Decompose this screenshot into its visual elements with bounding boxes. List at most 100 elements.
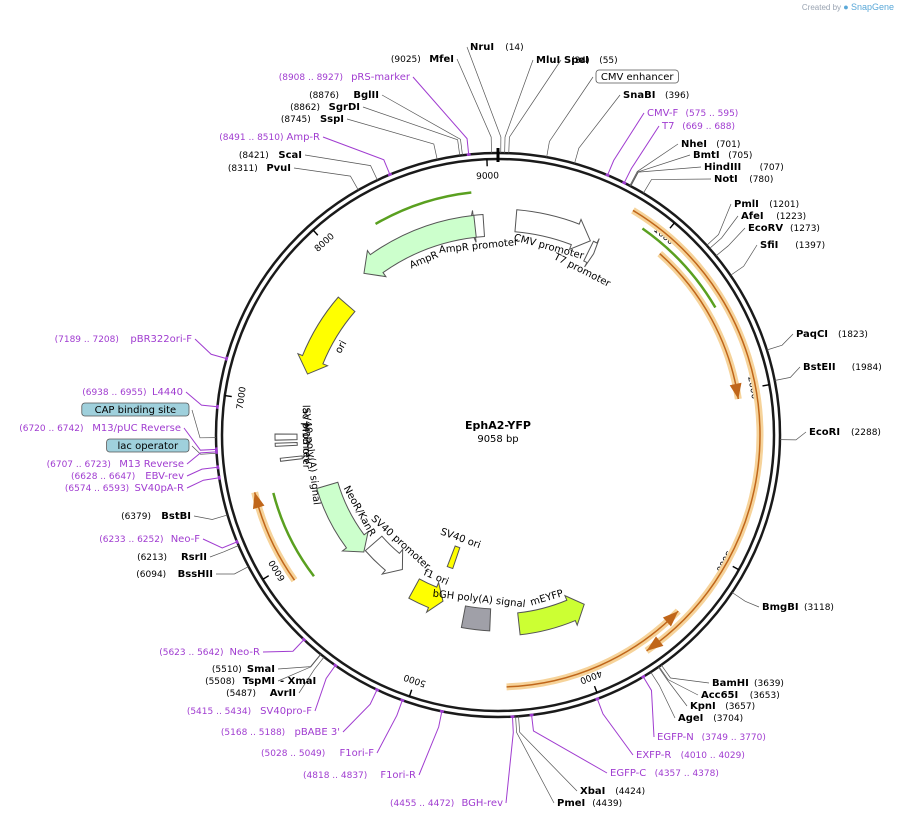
site-position: (4818 .. 4837) <box>303 771 367 781</box>
enzyme-spei[interactable]: SpeI <box>564 55 589 66</box>
feature-box-cmv-enhancer[interactable] <box>595 69 679 84</box>
enzyme-ecori[interactable]: EcoRI <box>809 427 840 438</box>
leader-line <box>381 94 463 156</box>
feature-ori[interactable] <box>296 296 356 375</box>
leader-line <box>183 427 217 451</box>
leader-line <box>715 227 746 257</box>
enzyme-rsrii[interactable]: RsrII <box>181 552 207 563</box>
primer-site-mark <box>439 709 445 713</box>
primer-egfp-n[interactable]: EGFP-N <box>657 732 694 743</box>
feature-ampr[interactable] <box>363 214 477 278</box>
feature-box-lac-operator[interactable] <box>106 438 190 453</box>
enzyme-tspmi[interactable]: TspMI <box>243 676 275 687</box>
enzyme-scai[interactable]: ScaI <box>278 150 302 161</box>
feature-label-m13-rev: M13 rev <box>299 423 312 464</box>
leader-line <box>505 716 514 804</box>
enzyme-pvui[interactable]: PvuI <box>266 163 291 174</box>
primer-prs-marker[interactable]: pRS-marker <box>351 72 411 83</box>
enzyme-xmai[interactable]: - XmaI <box>280 676 316 687</box>
primer-exfp-r[interactable]: EXFP-R <box>636 750 671 761</box>
leader-line <box>215 566 249 575</box>
enzyme-sgrdi[interactable]: SgrDI <box>329 102 360 113</box>
enzyme-pmei[interactable]: PmeI <box>557 798 585 809</box>
enzyme-bsteii[interactable]: BstEII <box>803 362 836 373</box>
site-position: (1273) <box>790 224 820 234</box>
enzyme-avrii[interactable]: AvrII <box>270 688 296 699</box>
primer-sv40pa-r[interactable]: SV40pA-R <box>135 483 184 494</box>
leader-line <box>293 167 359 191</box>
enzyme-smai[interactable]: SmaI <box>247 664 275 675</box>
primer-m13-reverse[interactable]: M13 Reverse <box>119 459 184 470</box>
primer-egfp-c[interactable]: EGFP-C <box>610 768 646 779</box>
primer-site-mark <box>595 697 600 701</box>
site-position: (5487) <box>226 689 256 699</box>
site-position: (5508) <box>205 677 235 687</box>
primer-neo-r[interactable]: Neo-R <box>230 647 261 658</box>
enzyme-xbai[interactable]: XbaI <box>580 786 605 797</box>
feature-sv40-promoter[interactable] <box>364 535 404 575</box>
tick-label: 7000 <box>236 386 249 410</box>
feature-f1-ori[interactable] <box>408 578 444 614</box>
feature-lac-promoter[interactable] <box>274 433 298 441</box>
enzyme-nrui[interactable]: NruI <box>470 42 494 53</box>
enzyme-kpni[interactable]: KpnI <box>690 701 716 712</box>
enzyme-bsshii[interactable]: BssHII <box>178 569 213 580</box>
enzyme-sfii[interactable]: SfiI <box>760 240 778 251</box>
leader-line <box>298 656 325 694</box>
tick-mark <box>262 575 270 580</box>
primer-t7[interactable]: T7 <box>661 121 674 132</box>
leader-line <box>515 716 555 804</box>
site-position: (6938 .. 6955) <box>82 388 146 398</box>
feature-meyfp[interactable] <box>517 594 585 636</box>
enzyme-paqci[interactable]: PaqCI <box>796 329 828 340</box>
primer-f1ori-f[interactable]: F1ori-F <box>340 748 375 759</box>
enzyme-hindiii[interactable]: HindIII <box>704 162 741 173</box>
enzyme-bglii[interactable]: BglII <box>353 90 379 101</box>
feature-neor-kanr[interactable] <box>316 481 369 553</box>
feature-box-cap-binding-site[interactable] <box>81 402 190 417</box>
plasmid-size: 9058 bp <box>477 434 518 445</box>
enzyme-mfei[interactable]: MfeI <box>429 54 454 65</box>
feature-sv40-poly-a-signal[interactable] <box>279 455 303 462</box>
primer-bgh-rev[interactable]: BGH-rev <box>461 798 503 809</box>
feature-bgh-poly-a-signal[interactable] <box>460 605 492 632</box>
feature-m13-rev[interactable] <box>274 441 298 447</box>
primer-l4440[interactable]: L4440 <box>152 387 183 398</box>
enzyme-acc65i[interactable]: Acc65I <box>701 690 738 701</box>
site-position: (4439) <box>592 799 622 809</box>
primer-cmv-f[interactable]: CMV-F <box>647 108 678 119</box>
primer-sv40pro-f[interactable]: SV40pro-F <box>260 706 312 717</box>
primer-ebv-rev[interactable]: EBV-rev <box>145 471 184 482</box>
leader-line <box>209 545 239 558</box>
primer-amp-r[interactable]: Amp-R <box>287 132 321 143</box>
enzyme-noti[interactable]: NotI <box>714 174 738 185</box>
enzyme-afei[interactable]: AfeI <box>741 211 764 222</box>
primer-f1ori-r[interactable]: F1ori-R <box>380 770 416 781</box>
feature-cmv-promoter[interactable] <box>514 209 592 251</box>
feature-box-label-cap-binding-site: CAP binding site <box>95 405 177 416</box>
tick-mark <box>732 565 740 571</box>
primer-m13-puc-reverse[interactable]: M13/pUC Reverse <box>92 423 181 434</box>
site-position: (6213) <box>137 553 167 563</box>
enzyme-bmgbi[interactable]: BmgBI <box>762 602 799 613</box>
primer-pbr322ori-f[interactable]: pBR322ori-F <box>130 334 192 345</box>
site-position: (3118) <box>804 603 834 613</box>
primer-pbabe-3[interactable]: pBABE 3' <box>294 727 340 738</box>
enzyme-ecorv[interactable]: EcoRV <box>748 223 783 234</box>
enzyme-pmli[interactable]: PmlI <box>734 199 759 210</box>
feature-sv40-ori[interactable] <box>446 545 461 570</box>
enzyme-bstbi[interactable]: BstBI <box>161 511 191 522</box>
primer-site-mark <box>235 539 239 545</box>
primer-neo-f[interactable]: Neo-F <box>171 534 201 545</box>
feature-t7-promoter[interactable] <box>583 238 600 268</box>
site-position: (707) <box>760 163 784 173</box>
enzyme-mlui[interactable]: MluI <box>536 55 560 66</box>
tick-label: 9000 <box>476 171 500 182</box>
enzyme-nhei[interactable]: NheI <box>681 139 707 150</box>
enzyme-sspi[interactable]: SspI <box>320 114 344 125</box>
leader-line <box>650 671 676 719</box>
enzyme-snabi[interactable]: SnaBI <box>623 90 655 101</box>
enzyme-bmti[interactable]: BmtI <box>693 150 720 161</box>
enzyme-agei[interactable]: AgeI <box>678 713 703 724</box>
enzyme-bamhi[interactable]: BamHI <box>712 678 749 689</box>
